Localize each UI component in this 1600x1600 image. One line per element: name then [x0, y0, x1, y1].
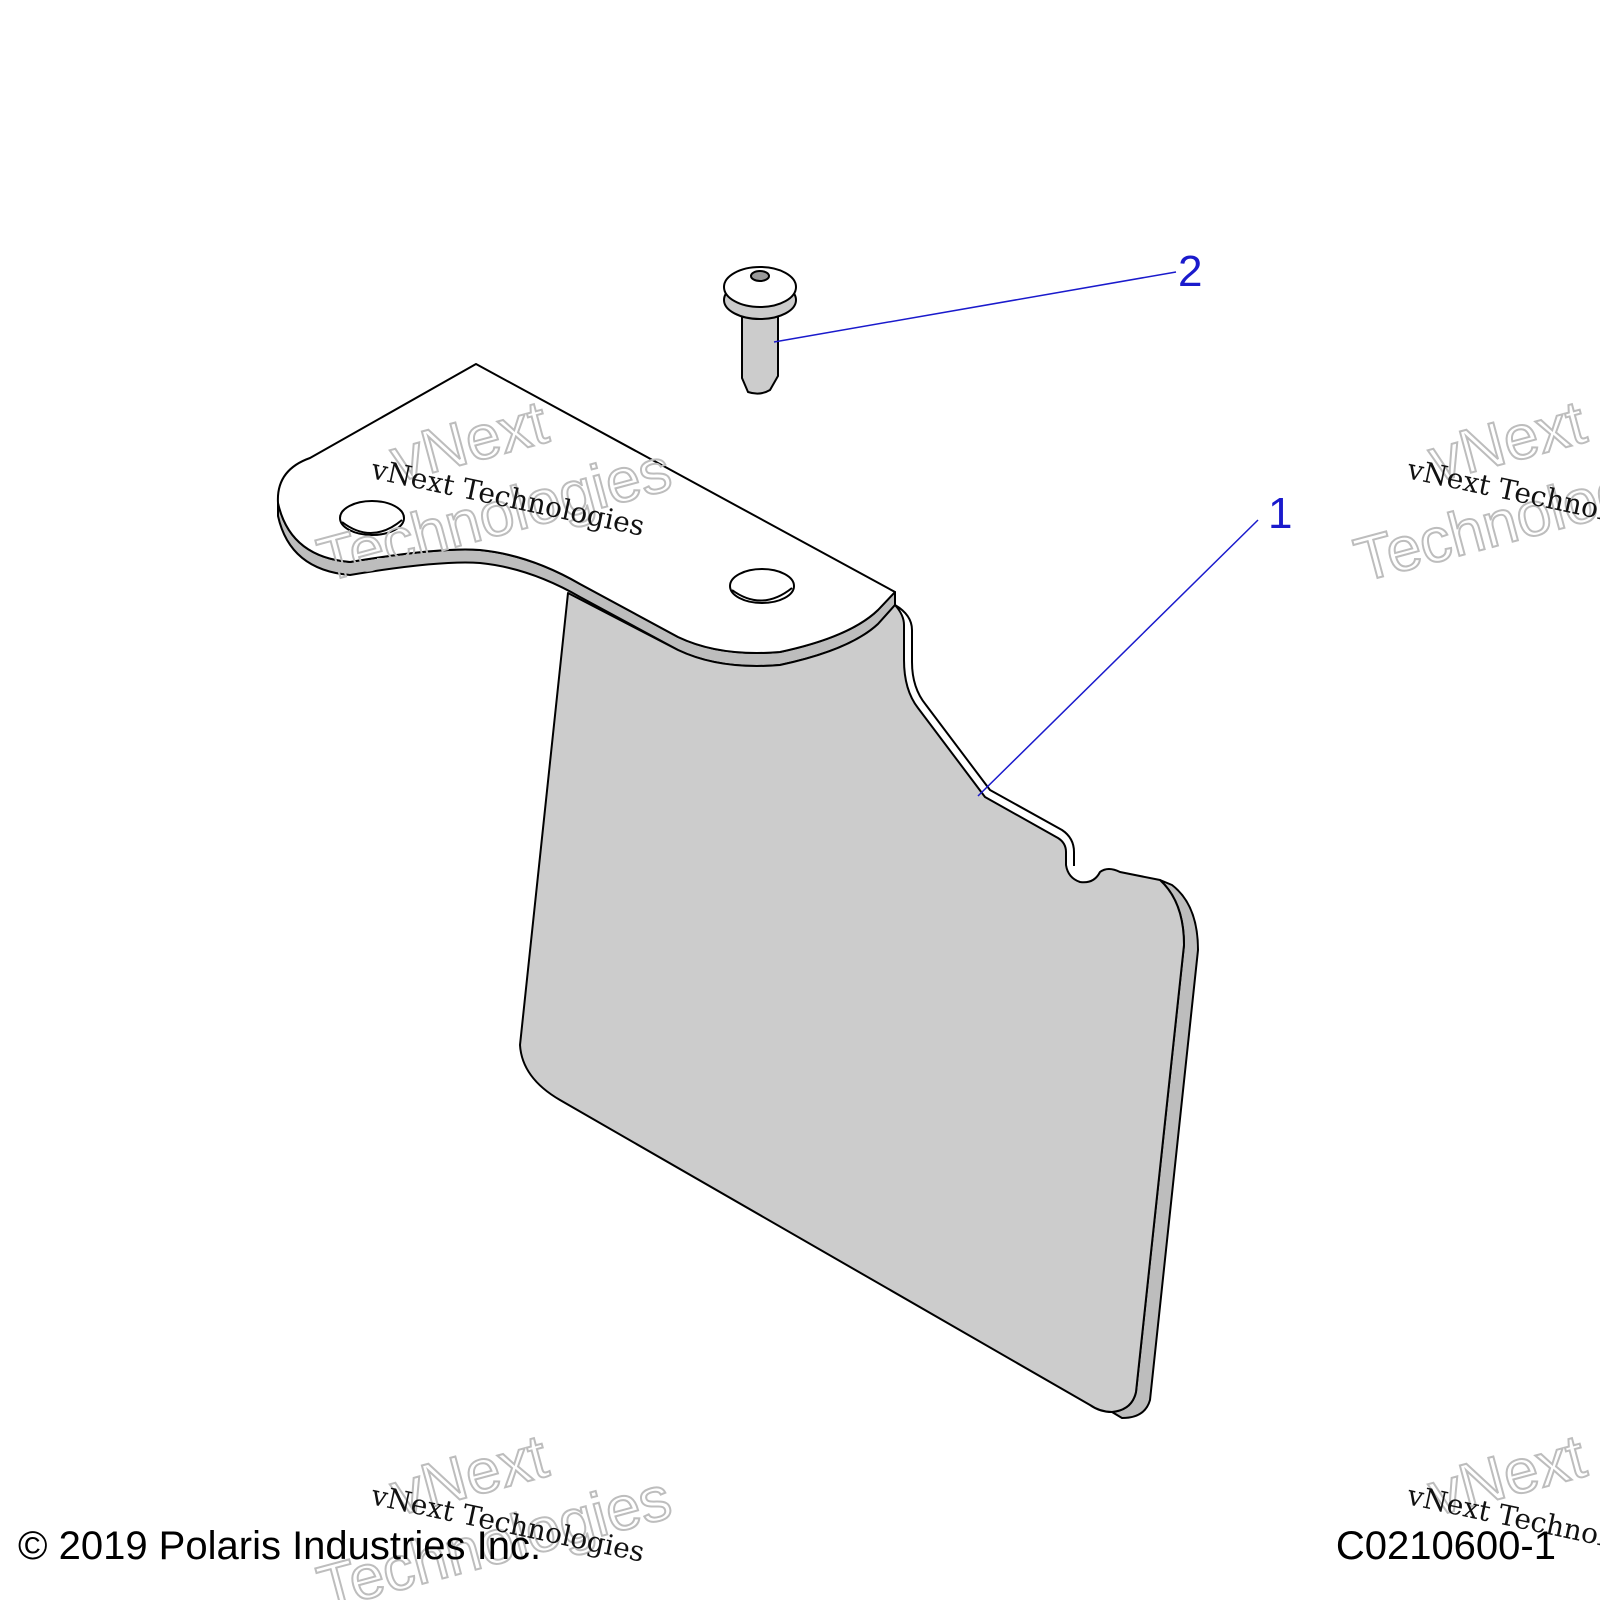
bracket-hole-right — [729, 568, 795, 604]
watermark-top-right: vNext Technologies vNext Technologies — [1347, 387, 1600, 597]
watermark-bottom-left: vNext Technologies vNext Technologies — [310, 1421, 679, 1600]
screw-drive-recess — [750, 270, 770, 282]
callout-number-1: 1 — [1268, 489, 1292, 538]
leader-line-2 — [773, 271, 1177, 343]
callout-number-2: 2 — [1178, 247, 1202, 296]
part-1-bracket — [276, 363, 1199, 1419]
figure-code: C0210600-1 — [1335, 1524, 1556, 1568]
copyright-notice: © 2019 Polaris Industries Inc. — [18, 1524, 542, 1568]
bracket-cut-edge — [894, 604, 1075, 866]
bracket-plate-face — [519, 592, 1185, 1413]
screw-shank — [741, 304, 779, 395]
part-2-screw — [723, 266, 797, 395]
screw-head-top — [723, 266, 797, 308]
bracket-hole-left — [339, 500, 405, 536]
leader-line-1 — [977, 519, 1259, 797]
